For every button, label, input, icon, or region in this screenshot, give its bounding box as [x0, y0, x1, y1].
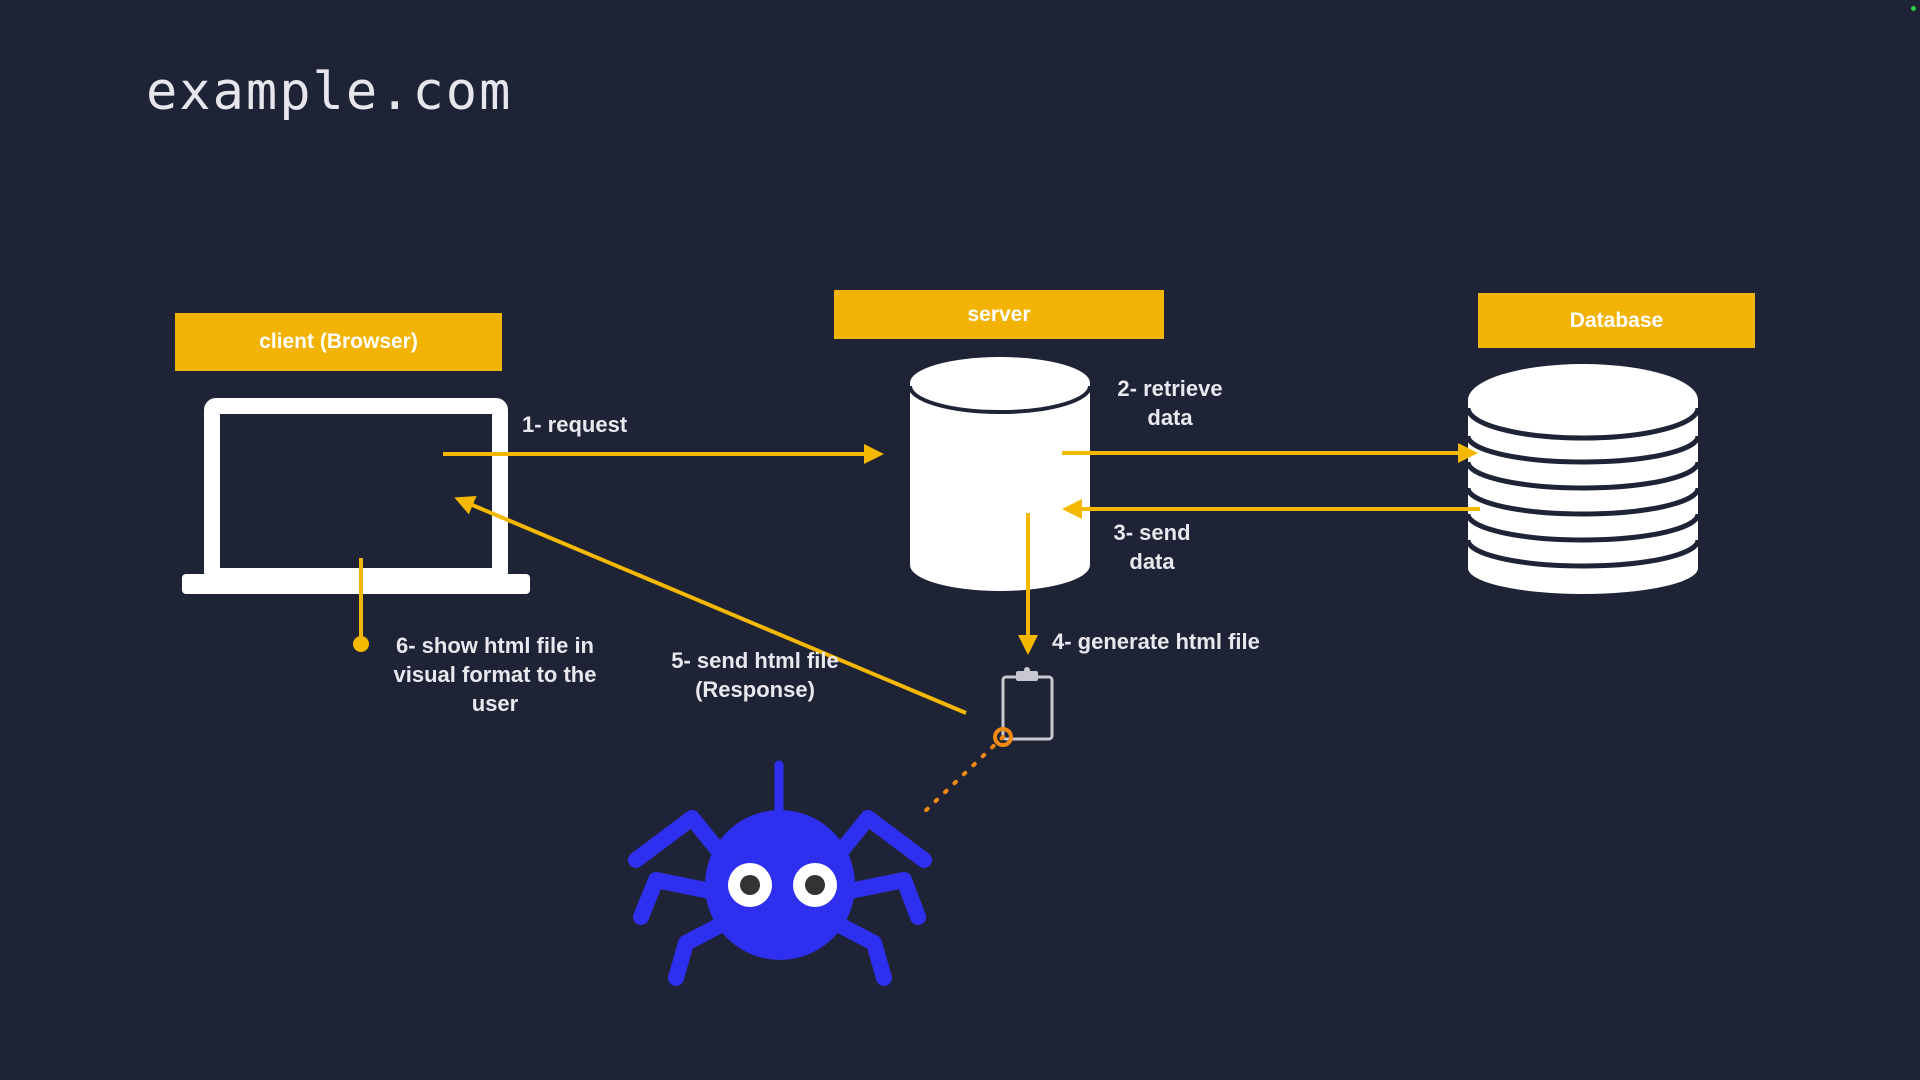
step-3-label: 3- send data: [1113, 520, 1191, 574]
database-label-text: Database: [1569, 308, 1664, 332]
browser-link[interactable]: example.com: [291, 442, 406, 462]
step-2-label: 2- retrieve data: [1117, 376, 1223, 430]
clipboard-icon: [1001, 667, 1054, 741]
step-6-label: 6- show html file in visual format to th…: [393, 633, 597, 716]
step-5-label: 5- send html file (Response): [671, 648, 839, 702]
client-label: client (Browser): [175, 313, 502, 371]
spider-icon: [628, 760, 932, 986]
page-title: example.com: [146, 62, 513, 122]
server-label: server: [834, 290, 1164, 339]
database-label: Database: [1478, 293, 1755, 348]
spider-link: [918, 727, 1013, 818]
server-label-text: server: [967, 302, 1031, 326]
step-1-label: 1- request: [522, 412, 628, 437]
response-arrow: [454, 495, 967, 715]
database-stack-icon: [1465, 364, 1701, 594]
client-label-text: client (Browser): [259, 330, 418, 353]
laptop-icon: [182, 398, 530, 594]
step-4-label: 4- generate html file: [1052, 629, 1260, 654]
show-file-connector: [353, 558, 369, 652]
server-cylinder-icon: [908, 357, 1092, 591]
status-dot: [1911, 6, 1916, 11]
